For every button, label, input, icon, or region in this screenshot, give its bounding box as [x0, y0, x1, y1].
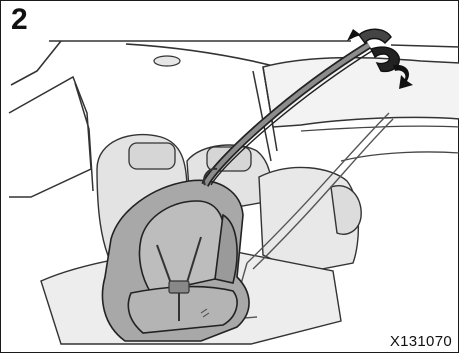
image-code: X131070	[390, 333, 452, 350]
left-window	[9, 77, 93, 197]
step-number: 2	[11, 5, 28, 35]
right-trim	[301, 126, 459, 161]
dome-light	[154, 56, 180, 66]
right-window	[263, 58, 459, 127]
right-seat	[259, 167, 361, 273]
